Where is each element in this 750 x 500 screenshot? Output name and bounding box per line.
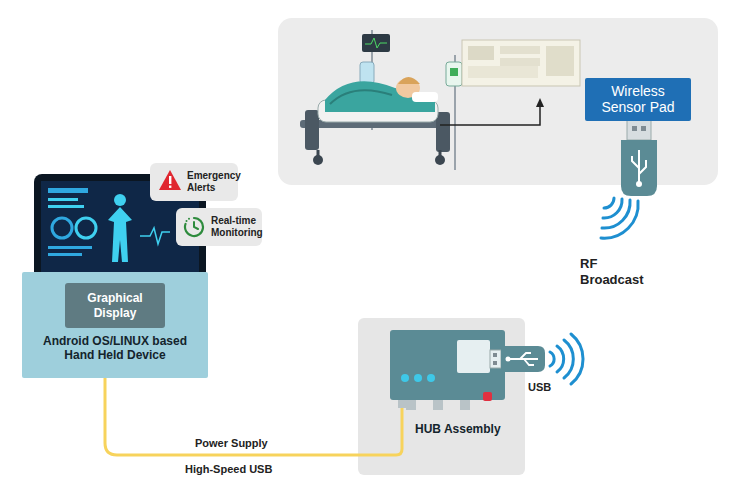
hospital-bed xyxy=(300,77,450,165)
port-label: USB xyxy=(528,381,551,395)
node-text: Wireless Sensor Pad xyxy=(589,83,687,117)
device-board xyxy=(462,40,580,86)
sensor-dongle xyxy=(621,120,657,196)
rf-waves xyxy=(601,198,638,238)
node-text: Graphical Display xyxy=(69,291,161,320)
hub-device xyxy=(358,318,525,475)
iv-bag xyxy=(446,55,462,170)
sensor-box: Wireless Sensor Pad xyxy=(585,78,691,121)
node-text: HUB Assembly xyxy=(415,422,501,436)
node-text: Android OS/LINUX based Hand Held Device xyxy=(28,334,202,363)
signal-label: RF Broadcast xyxy=(580,256,652,289)
node-text: Real-time Monitoring xyxy=(211,215,263,239)
callout-box: Emergency Alerts xyxy=(150,163,238,201)
hub-panel: HUB Assembly xyxy=(358,318,525,475)
alert-icon xyxy=(158,169,182,191)
leader-line xyxy=(440,98,544,125)
cable-label: High-Speed USB xyxy=(185,463,272,477)
cable-connector xyxy=(105,378,358,455)
display-box: Graphical Display xyxy=(65,283,165,328)
clock-icon xyxy=(183,216,205,238)
device-panel: Android OS/LINUX based Hand Held Device G… xyxy=(22,272,208,378)
edge-label: Power Supply xyxy=(195,437,268,449)
node-text: Emergency Alerts xyxy=(187,170,241,194)
callout-box: Real-time Monitoring xyxy=(176,208,262,246)
